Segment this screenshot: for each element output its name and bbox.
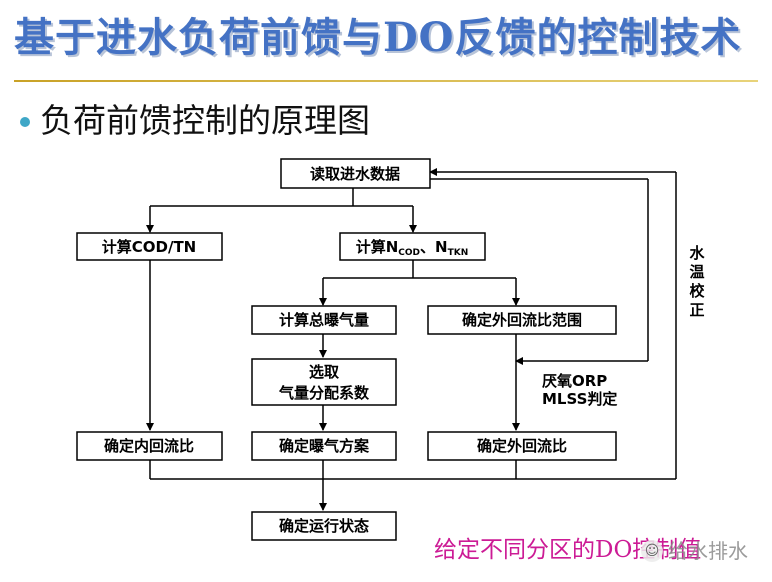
svg-text:确定外回流比: 确定外回流比 [477, 437, 567, 455]
bullet-icon [20, 117, 30, 127]
watermark-text: 给水排水 [668, 539, 748, 563]
node-total-aeration: 计算总曝气量 [251, 305, 397, 335]
node-operating-status: 确定运行状态 [251, 511, 397, 541]
node-compute-n: 计算NCOD、NTKN [339, 232, 486, 261]
svg-text:水: 水 [689, 244, 705, 262]
slide-title: 基于进水负荷前馈与DO反馈的控制技术 [14, 14, 742, 61]
slide-subtitle: 负荷前馈控制的原理图 [40, 101, 370, 140]
label-water-temperature-correction: 水 温 校 正 [689, 244, 705, 319]
node-external-range: 确定外回流比范围 [427, 305, 617, 335]
node-read-input: 读取进水数据 [280, 158, 431, 189]
svg-text:校: 校 [689, 282, 705, 300]
title-divider [14, 80, 758, 82]
label-mlss: MLSS判定 [542, 390, 617, 408]
svg-text:确定运行状态: 确定运行状态 [279, 517, 369, 535]
node-external-reflux: 确定外回流比 [427, 431, 617, 461]
wechat-icon: ☺ [641, 540, 663, 562]
svg-text:读取进水数据: 读取进水数据 [310, 165, 400, 183]
node-internal-reflux: 确定内回流比 [76, 431, 223, 461]
svg-text:温: 温 [689, 263, 704, 281]
svg-text:计算总曝气量: 计算总曝气量 [279, 311, 369, 329]
svg-text:确定内回流比: 确定内回流比 [104, 437, 194, 455]
svg-text:确定外回流比范围: 确定外回流比范围 [462, 311, 582, 329]
svg-text:气量分配系数: 气量分配系数 [278, 384, 370, 402]
svg-text:计算COD/TN: 计算COD/TN [102, 238, 196, 256]
label-anaerobic-orp: 厌氧ORP [542, 372, 607, 390]
node-aeration-plan: 确定曝气方案 [251, 431, 397, 461]
flow-connectors [146, 168, 677, 511]
svg-text:确定曝气方案: 确定曝气方案 [279, 437, 370, 455]
node-select-coefficient: 选取 气量分配系数 [251, 358, 397, 406]
svg-text:选取: 选取 [309, 363, 340, 381]
svg-text:正: 正 [689, 301, 704, 319]
svg-text:计算NCOD、NTKN: 计算NCOD、NTKN [356, 238, 469, 258]
node-compute-cod-tn: 计算COD/TN [76, 232, 223, 261]
